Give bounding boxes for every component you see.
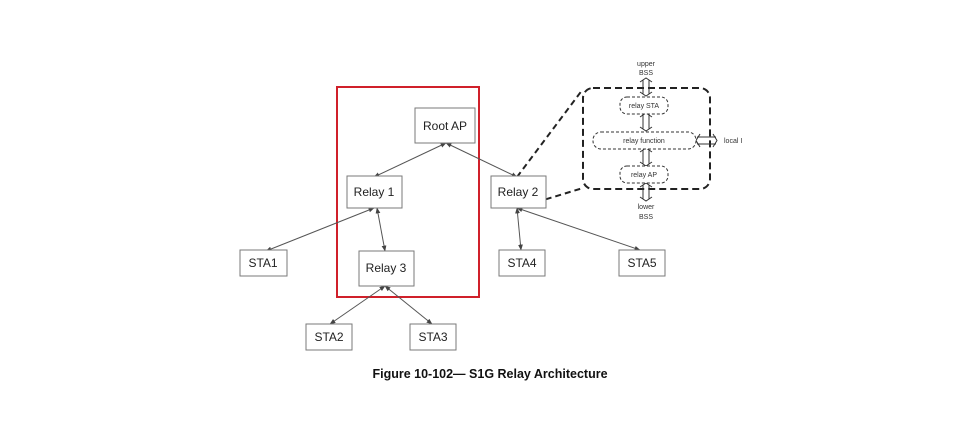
- detail-connectors: [639, 77, 718, 202]
- node-relay1-label: Relay 1: [354, 185, 395, 199]
- edge-root-relay1: [373, 142, 447, 178]
- edge-relay2-sta5: [516, 207, 641, 251]
- node-sta5: STA5: [618, 249, 666, 277]
- edge-root-relay2: [445, 142, 518, 178]
- node-sta3: STA3: [409, 323, 457, 351]
- node-sta4: STA4: [498, 249, 546, 277]
- relay-detail: upper BSS relay STA relay function relay…: [582, 61, 742, 221]
- node-sta3-label: STA3: [418, 330, 447, 344]
- edges: [265, 142, 641, 325]
- local-label: local I: [724, 138, 742, 145]
- node-relay2-label: Relay 2: [498, 185, 539, 199]
- node-sta2-label: STA2: [314, 330, 343, 344]
- node-relay3: Relay 3: [358, 250, 415, 287]
- relay-ap-label: relay AP: [631, 172, 657, 179]
- node-sta1: STA1: [239, 249, 288, 277]
- zoom-line-top: [516, 88, 584, 178]
- node-sta5-label: STA5: [627, 256, 656, 270]
- relay-function-box: [592, 131, 697, 150]
- relay-sta-box: [619, 96, 669, 115]
- edge-relay2-sta4: [515, 207, 523, 251]
- upper-bss-label-2: BSS: [639, 70, 653, 77]
- lower-bss-label-1: lower: [638, 204, 655, 211]
- node-root-ap: Root AP: [414, 107, 476, 144]
- node-relay2: Relay 2: [490, 175, 547, 209]
- edge-relay1-sta1: [265, 207, 375, 252]
- node-relay3-label: Relay 3: [366, 261, 407, 275]
- node-sta1-label: STA1: [248, 256, 277, 270]
- relay-function-label: relay function: [623, 138, 665, 145]
- edge-relay1-relay3: [375, 207, 387, 252]
- node-root-ap-label: Root AP: [423, 119, 467, 133]
- upper-bss-label-1: upper: [637, 61, 656, 68]
- relay-ap-box: [619, 165, 669, 184]
- node-sta4-label: STA4: [507, 256, 536, 270]
- relay-sta-label: relay STA: [629, 103, 660, 110]
- node-relay1: Relay 1: [346, 175, 403, 209]
- edge-relay3-sta2: [329, 285, 386, 325]
- edge-relay3-sta3: [384, 285, 433, 325]
- figure-caption: Figure 10-102— S1G Relay Architecture: [372, 367, 608, 381]
- node-sta2: STA2: [305, 323, 353, 351]
- lower-bss-label-2: BSS: [639, 214, 653, 221]
